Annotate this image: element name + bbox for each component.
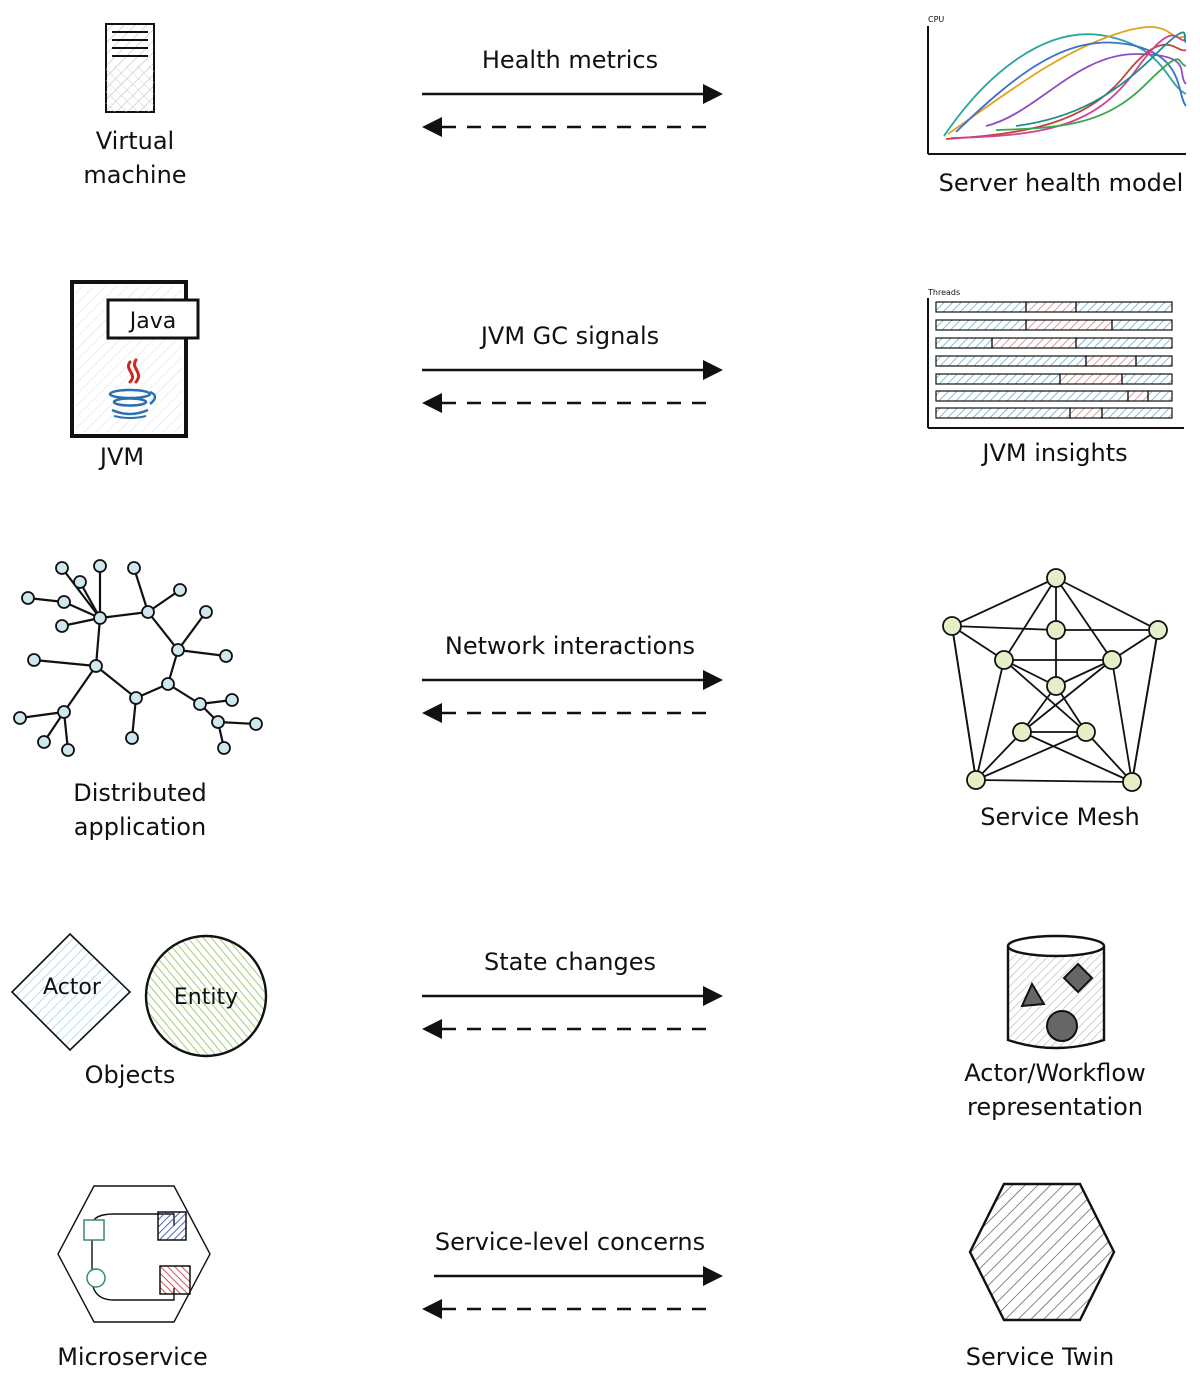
- bidirectional-arrow: [422, 84, 723, 137]
- microservice-label: Microservice: [57, 1343, 208, 1371]
- bidirectional-arrow: [422, 986, 723, 1039]
- label-line: Virtual: [95, 127, 175, 155]
- datastore-cylinder-icon: [1006, 934, 1106, 1050]
- label-line: application: [73, 813, 207, 841]
- jvm-label: JVM: [99, 443, 145, 471]
- service-twin-hexagon-icon: [968, 1182, 1116, 1322]
- entity-label: Entity: [174, 985, 238, 1010]
- server-icon: [105, 23, 155, 113]
- red-component-icon: [159, 1265, 191, 1295]
- label-line: representation: [966, 1093, 1143, 1121]
- label-line: machine: [83, 161, 187, 189]
- actor-workflow-representation-label: Actor/Workflow representation: [950, 1056, 1160, 1124]
- arrow-label-health-metrics: Health metrics: [481, 46, 659, 74]
- square-port-icon: [83, 1219, 105, 1241]
- service-mesh-label: Service Mesh: [980, 803, 1140, 831]
- bidirectional-arrow: [422, 1266, 723, 1319]
- cpu-axis-label: CPU: [928, 15, 944, 24]
- objects-icon: Actor Entity: [10, 932, 268, 1058]
- cpu-line-chart-icon: CPU: [927, 15, 1187, 155]
- arrow-label-service-level-concerns: Service-level concerns: [434, 1228, 706, 1256]
- service-mesh-icon: [942, 568, 1168, 792]
- arrow-label-state-changes: State changes: [484, 948, 656, 976]
- virtual-machine-label: Virtual machine: [60, 124, 210, 192]
- objects-label: Objects: [84, 1061, 176, 1089]
- diamond-shape: [1062, 962, 1094, 994]
- java-label: Java: [128, 309, 176, 334]
- label-line: Actor/Workflow: [964, 1059, 1146, 1087]
- jvm-insights-label: JVM insights: [982, 439, 1128, 467]
- circle-port-icon: [86, 1268, 106, 1288]
- label-line: Distributed: [73, 779, 207, 807]
- service-twin-label: Service Twin: [965, 1343, 1115, 1371]
- distributed-application-label: Distributed application: [50, 776, 230, 844]
- triangle-shape: [1020, 981, 1046, 1008]
- bidirectional-arrow: [422, 670, 723, 723]
- server-health-model-label: Server health model: [938, 169, 1184, 197]
- circle-shape: [1046, 1010, 1078, 1042]
- distributed-application-graph-icon: [13, 559, 263, 757]
- threads-axis-label: Threads: [927, 288, 960, 297]
- actor-label: Actor: [43, 975, 102, 1000]
- threads-timeline-icon: Threads: [927, 288, 1184, 429]
- microservice-hexagon-icon: [57, 1185, 211, 1323]
- arrow-label-network-interactions: Network interactions: [444, 632, 696, 660]
- blue-component-icon: [157, 1211, 187, 1241]
- bidirectional-arrow: [422, 360, 723, 413]
- jvm-icon: Java: [70, 280, 200, 438]
- actor-diamond: [10, 932, 132, 1052]
- entity-circle: [144, 934, 268, 1058]
- arrow-label-jvm-gc-signals: JVM GC signals: [480, 322, 660, 350]
